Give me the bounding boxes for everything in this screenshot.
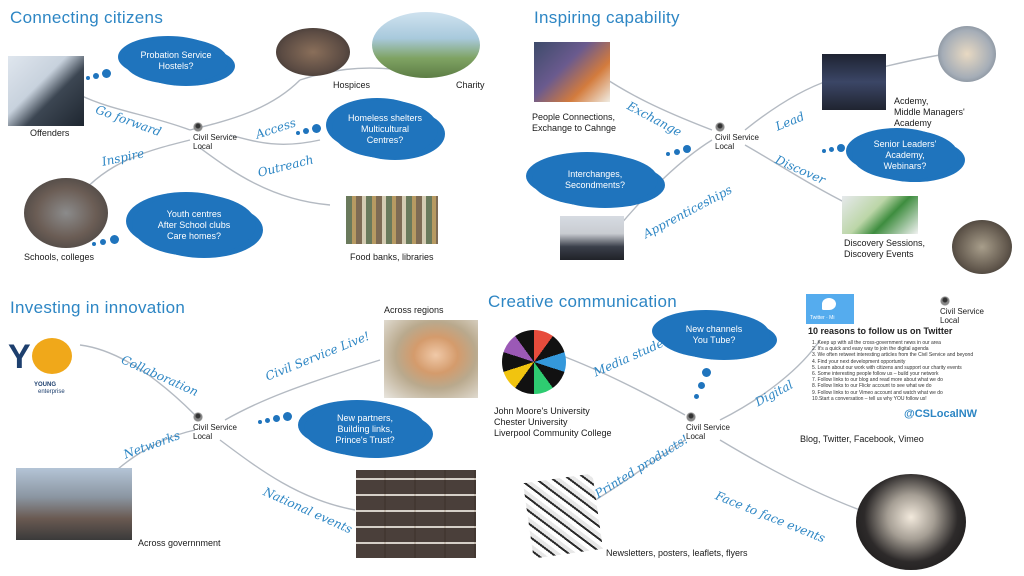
thought-dot (296, 131, 300, 135)
thought-dot (265, 418, 270, 423)
thought-dot (86, 76, 90, 80)
logo-y-icon: Y (8, 338, 31, 376)
twitter-card-header: Twitter · Mi (806, 294, 854, 324)
photo-people-connections (534, 42, 610, 102)
photo-charity (372, 12, 480, 78)
thought-dot (698, 382, 705, 389)
thought-dot (303, 128, 309, 134)
thought-dot (829, 147, 834, 152)
cloud-interchanges: Interchanges, Secondments? (532, 154, 658, 206)
cloud-new-partners: New partners, Building links, Prince's T… (304, 402, 426, 456)
thought-dot (273, 415, 280, 422)
hub-civil-service-local: Civil Service Local (193, 412, 237, 441)
photo-apprenticeships (560, 216, 624, 260)
label-across-regions: Across regions (384, 305, 444, 315)
thought-dot (666, 152, 670, 156)
thought-dot (837, 144, 845, 152)
crest-icon (193, 412, 203, 422)
logo-john-moores (502, 330, 566, 394)
twitter-reasons-title: 10 reasons to follow us on Twitter (808, 326, 953, 336)
list-item: 4. Find your next development opportunit… (812, 358, 906, 365)
label-offenders: Offenders (30, 128, 70, 138)
twitter-handle: @CSLocalNW (904, 408, 978, 420)
thought-dot (683, 145, 691, 153)
photo-across-regions (384, 320, 478, 398)
thought-dot (102, 69, 111, 78)
list-item: 6. Some interesting people follow us – b… (812, 371, 939, 378)
cloud-senior-leaders: Senior Leaders' Academy, Webinars? (852, 130, 958, 180)
photo-foodbanks (346, 196, 438, 244)
cloud-youth: Youth centres After School clubs Care ho… (132, 194, 256, 256)
label-discovery: Discovery Sessions, Discovery Events (844, 238, 926, 259)
twitter-reasons-list: 1. Keep up with all the cross-government… (812, 340, 973, 402)
photo-discovery (842, 196, 918, 234)
cloud-new-channels: New channels You Tube? (658, 312, 770, 358)
thought-dot (822, 149, 826, 153)
thought-dot (694, 394, 699, 399)
thought-dot (283, 412, 292, 421)
cloud-homeless: Homeless shelters Multicultural Centres? (332, 100, 438, 158)
thought-dot (674, 149, 680, 155)
label-across-government: Across governnment (138, 538, 221, 548)
crest-icon (193, 122, 203, 132)
label-academy: Acdemy, Middle Managers' Academy (894, 96, 965, 128)
photo-newsletters (523, 473, 603, 559)
thought-dot (93, 73, 99, 79)
crest-icon (715, 122, 725, 132)
thought-dot (100, 239, 106, 245)
label-charity: Charity (456, 80, 485, 90)
list-item: 1. Keep up with all the cross-government… (812, 340, 941, 346)
photo-discovery-session (952, 220, 1012, 274)
quadrant-title-creative: Creative communication (488, 292, 677, 311)
list-item: 7. Follow links to our blog and read mor… (812, 377, 943, 384)
label-hospices: Hospices (333, 80, 371, 90)
photo-face-to-face (856, 474, 966, 570)
logo-e-icon (32, 338, 72, 374)
thought-dot (258, 420, 262, 424)
quadrant-title-inspiring: Inspiring capability (534, 8, 680, 27)
twitter-bird-icon (822, 298, 836, 310)
label-schools: Schools, colleges (24, 252, 95, 262)
hub-civil-service-local: Civil Service Local (715, 122, 759, 151)
card-civil-service-local: Civil Service Local (940, 296, 984, 325)
photo-workshop (938, 26, 996, 82)
hub-civil-service-local: Civil Service Local (193, 122, 237, 151)
photo-schools (24, 178, 108, 248)
thought-dot (702, 368, 711, 377)
label-people-connections: People Connections, Exchange to Cahnge (532, 112, 617, 133)
list-item: 9. Follow links to our Vimeo account and… (812, 389, 943, 396)
list-item: 5. Learn about our work with citizens an… (812, 364, 962, 371)
cloud-probation: Probation Service Hostels? (124, 38, 228, 84)
logo-young-enterprise: Y YOUNG enterprise (8, 338, 80, 398)
thought-dot (92, 242, 96, 246)
list-item: 10.Start a conversation – tell us why YO… (812, 395, 927, 402)
crest-icon (686, 412, 696, 422)
quadrant-title-connecting: Connecting citizens (10, 8, 164, 27)
crest-icon (940, 296, 950, 306)
photo-academy (822, 54, 886, 110)
thought-dot (110, 235, 119, 244)
photo-across-government (16, 468, 132, 540)
quadrant-title-investing: Investing in innovation (10, 298, 186, 317)
photo-national-events (356, 470, 476, 558)
list-item: 2. It's a quick and easy way to join the… (812, 346, 929, 353)
photo-offenders (8, 56, 84, 126)
list-item: 8. Follow links to our Flickr account to… (812, 383, 932, 390)
hub-civil-service-local: Civil Service Local (686, 412, 730, 441)
label-newsletters: Newsletters, posters, leaflets, flyers (606, 548, 748, 558)
label-universities: John Moore's University Chester Universi… (494, 406, 612, 438)
label-foodbanks: Food banks, libraries (350, 252, 434, 262)
label-blog: Blog, Twitter, Facebook, Vimeo (800, 434, 924, 444)
list-item: 3. We often retweet interesting articles… (812, 352, 974, 359)
thought-dot (312, 124, 321, 133)
photo-hospices (276, 28, 350, 76)
